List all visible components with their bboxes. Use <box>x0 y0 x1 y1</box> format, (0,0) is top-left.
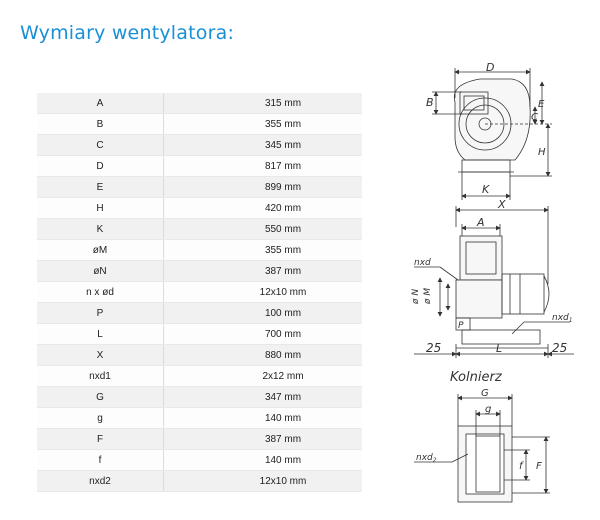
label-25-right: 25 <box>552 341 567 355</box>
param-value-cell: 817 mm <box>163 155 362 177</box>
side-view <box>414 206 574 358</box>
param-value-cell: 345 mm <box>163 134 362 156</box>
param-name-cell: øN <box>37 260 164 282</box>
param-name-cell: øM <box>37 239 164 261</box>
param-value-cell: 420 mm <box>163 197 362 219</box>
param-value-cell: 100 mm <box>163 302 362 324</box>
label-D: D <box>486 61 494 74</box>
technical-drawing: D B C E H K X A nxd ø N ø M P nxd1 25 L … <box>411 61 574 503</box>
param-name-cell: D <box>37 155 164 177</box>
label-nxd2: nxd2 <box>416 453 437 464</box>
param-name-cell: G <box>37 386 164 408</box>
param-name-cell: E <box>37 176 164 198</box>
label-f: f <box>519 461 524 472</box>
param-value-cell: 700 mm <box>163 323 362 345</box>
label-F: F <box>536 461 542 472</box>
param-value-cell: 12x10 mm <box>163 470 362 492</box>
param-value-cell: 140 mm <box>163 449 362 471</box>
label-L: L <box>496 342 502 355</box>
label-A: A <box>476 216 485 229</box>
param-value-cell: 355 mm <box>163 239 362 261</box>
label-g: g <box>485 404 491 415</box>
label-nxd: nxd <box>414 258 431 268</box>
label-K: K <box>482 183 490 196</box>
label-C: C <box>531 112 538 123</box>
label-nxd1: nxd1 <box>552 313 573 324</box>
param-value-cell: 315 mm <box>163 93 362 114</box>
param-name-cell: nxd1 <box>37 365 164 387</box>
param-name-cell: L <box>37 323 164 345</box>
param-value-cell: 355 mm <box>163 113 362 135</box>
param-value-cell: 387 mm <box>163 428 362 450</box>
param-name-cell: F <box>37 428 164 450</box>
param-name-cell: X <box>37 344 164 366</box>
param-value-cell: 12x10 mm <box>163 281 362 303</box>
label-oM: ø M <box>423 288 433 305</box>
param-name-cell: B <box>37 113 164 135</box>
label-G: G <box>481 388 489 399</box>
param-value-cell: 387 mm <box>163 260 362 282</box>
top-view <box>432 68 552 200</box>
param-name-cell: K <box>37 218 164 240</box>
param-value-cell: 550 mm <box>163 218 362 240</box>
label-oN: ø N <box>411 289 421 305</box>
param-name-cell: P <box>37 302 164 324</box>
flange-view <box>414 394 550 503</box>
param-name-cell: H <box>37 197 164 219</box>
param-name-cell: n x ød <box>37 281 164 303</box>
label-25-left: 25 <box>426 341 441 355</box>
label-P: P <box>458 321 464 331</box>
label-X: X <box>497 198 506 211</box>
label-B: B <box>426 96 434 109</box>
param-value-cell: 880 mm <box>163 344 362 366</box>
page-title: Wymiary wentylatora: <box>20 22 235 44</box>
flange-title: Kolnierz <box>450 370 503 385</box>
label-H: H <box>538 147 546 158</box>
param-name-cell: C <box>37 134 164 156</box>
param-name-cell: f <box>37 449 164 471</box>
param-value-cell: 2x12 mm <box>163 365 362 387</box>
param-name-cell: nxd2 <box>37 470 164 492</box>
param-name-cell: g <box>37 407 164 429</box>
param-value-cell: 140 mm <box>163 407 362 429</box>
param-name-cell: A <box>37 93 164 114</box>
param-value-cell: 899 mm <box>163 176 362 198</box>
label-E: E <box>538 99 545 110</box>
param-value-cell: 347 mm <box>163 386 362 408</box>
